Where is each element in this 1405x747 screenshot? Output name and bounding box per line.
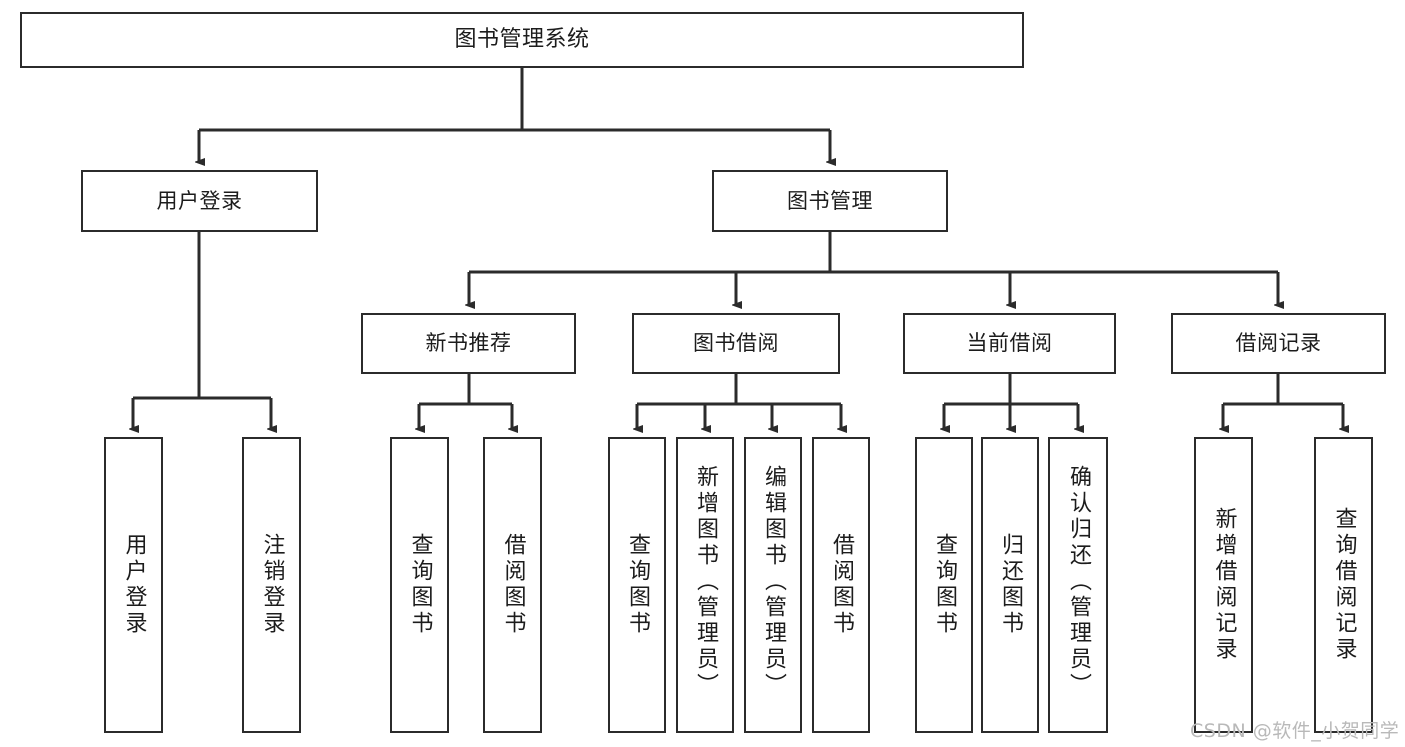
node-current-borrow[interactable]: 当前借阅 bbox=[903, 313, 1116, 374]
node-borrow-record[interactable]: 借阅记录 bbox=[1171, 313, 1386, 374]
node-label: 查询图书 bbox=[625, 533, 650, 637]
leaf-return-book[interactable]: 归还图书 bbox=[981, 437, 1039, 733]
node-label: 查询借阅记录 bbox=[1331, 507, 1357, 663]
csdn-watermark: CSDN @软件_小贺同学 bbox=[1190, 720, 1400, 742]
node-label: 借阅图书 bbox=[829, 533, 854, 637]
node-label: 图书管理系统 bbox=[454, 27, 590, 53]
node-label: 当前借阅 bbox=[966, 331, 1053, 356]
leaf-search-borrow-record[interactable]: 查询借阅记录 bbox=[1314, 437, 1373, 733]
node-label: 借阅图书 bbox=[500, 533, 526, 637]
node-label: 新增借阅记录 bbox=[1211, 507, 1237, 663]
leaf-add-borrow-record[interactable]: 新增借阅记录 bbox=[1194, 437, 1253, 733]
node-label: 图书借阅 bbox=[693, 331, 779, 356]
node-book-management[interactable]: 图书管理 bbox=[712, 170, 948, 232]
node-label: 新增图书（管理员） bbox=[693, 465, 718, 699]
leaf-search-book-recommend[interactable]: 查询图书 bbox=[390, 437, 449, 733]
node-label: 新书推荐 bbox=[425, 331, 512, 356]
leaf-search-book-current[interactable]: 查询图书 bbox=[915, 437, 973, 733]
node-label: 归还图书 bbox=[998, 533, 1023, 637]
leaf-user-login[interactable]: 用户登录 bbox=[104, 437, 163, 733]
leaf-confirm-return-admin[interactable]: 确认归还（管理员） bbox=[1048, 437, 1108, 733]
node-label: 查询图书 bbox=[932, 533, 957, 637]
node-label: 注销登录 bbox=[259, 533, 285, 637]
leaf-search-book-borrow[interactable]: 查询图书 bbox=[608, 437, 666, 733]
node-label: 编辑图书（管理员） bbox=[761, 465, 786, 699]
node-label: 用户登录 bbox=[156, 188, 243, 213]
node-user-login[interactable]: 用户登录 bbox=[81, 170, 318, 232]
node-book-borrow[interactable]: 图书借阅 bbox=[632, 313, 840, 374]
node-book-management-system[interactable]: 图书管理系统 bbox=[20, 12, 1024, 68]
node-label: 确认归还（管理员） bbox=[1066, 465, 1091, 699]
node-label: 用户登录 bbox=[121, 533, 147, 637]
node-label: 借阅记录 bbox=[1235, 331, 1322, 356]
leaf-borrow-book[interactable]: 借阅图书 bbox=[812, 437, 870, 733]
node-label: 图书管理 bbox=[787, 188, 873, 213]
node-label: 查询图书 bbox=[407, 533, 433, 637]
leaf-borrow-book-recommend[interactable]: 借阅图书 bbox=[483, 437, 542, 733]
node-new-book-recommend[interactable]: 新书推荐 bbox=[361, 313, 576, 374]
leaf-add-book-admin[interactable]: 新增图书（管理员） bbox=[676, 437, 734, 733]
leaf-edit-book-admin[interactable]: 编辑图书（管理员） bbox=[744, 437, 802, 733]
leaf-user-logout[interactable]: 注销登录 bbox=[242, 437, 301, 733]
